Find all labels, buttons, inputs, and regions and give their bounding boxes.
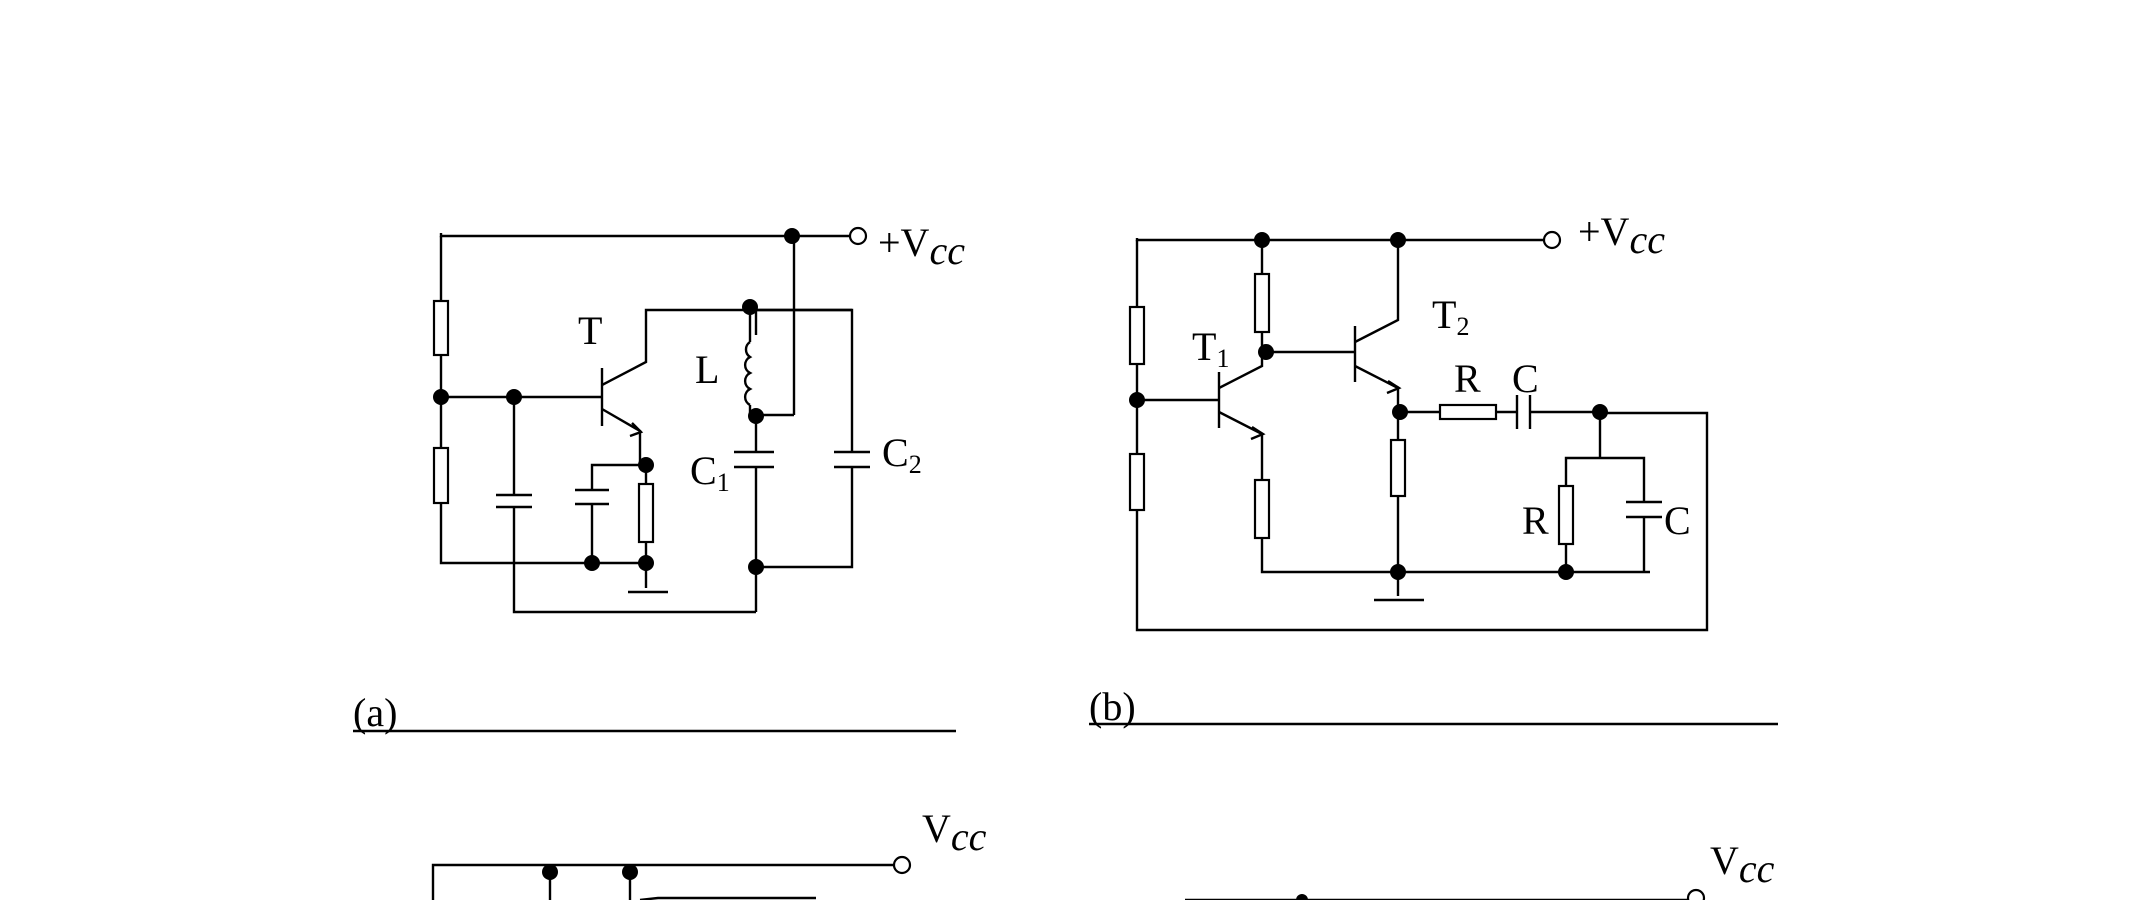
- circuit-a-cap-c2-wire: [756, 308, 854, 569]
- circuit-b: +Vcc T1 T2: [1089, 209, 1778, 729]
- circuit-b-t1-collector-wire: [1260, 240, 1355, 354]
- circuit-c-vcc-terminal: [892, 855, 912, 875]
- circuit-b-resistor-t1-collector: [1253, 272, 1271, 334]
- circuit-c-branch-wire: [639, 896, 816, 900]
- circuit-a-cap-emitter-plates: [575, 488, 609, 506]
- circuit-b-junctions: [1129, 232, 1608, 580]
- circuit-b-shunt-c-label: C: [1664, 498, 1691, 543]
- circuit-d-junction: [1296, 894, 1308, 900]
- circuit-c-junction-2: [622, 864, 638, 880]
- circuit-b-vcc-terminal: [1542, 230, 1562, 250]
- circuit-c: Vcc: [431, 806, 987, 900]
- circuit-a-junctions: [433, 228, 800, 575]
- circuit-b-shunt-wire: [1564, 412, 1646, 572]
- circuit-b-caption: (b): [1089, 684, 1136, 729]
- circuit-a-resistor-r2: [432, 446, 450, 505]
- circuit-a-cap-c1-label: C1: [690, 448, 730, 497]
- circuit-a-caption: (a): [353, 690, 397, 735]
- circuit-b-resistor-series: [1438, 403, 1498, 421]
- circuit-a-inductor-coil: [743, 341, 753, 407]
- circuit-a-cap-left-wire: [512, 397, 756, 614]
- circuit-a-cap-c1-plates: [734, 450, 774, 469]
- circuit-d-vcc-terminal: [1686, 888, 1706, 900]
- circuit-b-resistor-t2-emitter: [1389, 438, 1407, 498]
- circuit-a-transistor-t: [600, 308, 852, 465]
- circuit-d: Vcc: [1185, 838, 1775, 900]
- circuit-b-transistor-t2: [1353, 240, 1402, 412]
- circuit-a-cap-left-plates: [496, 493, 532, 509]
- circuit-a-vcc-label: +Vcc: [878, 220, 965, 273]
- circuit-c-vcc-label: Vcc: [922, 806, 987, 859]
- circuit-a-resistor-emitter: [637, 482, 655, 544]
- circuit-a-cap-c2-plates: [834, 450, 870, 469]
- circuit-b-resistor-t1-emitter: [1253, 478, 1271, 540]
- circuit-b-transistor-t1: [1217, 352, 1266, 480]
- circuit-b-series-r-label: R: [1454, 356, 1481, 401]
- circuit-b-resistor-r2: [1128, 452, 1146, 512]
- circuit-b-t2-label: T2: [1432, 292, 1469, 341]
- circuit-d-vcc-label: Vcc: [1710, 838, 1775, 891]
- circuit-b-cap-shunt-plates: [1626, 500, 1662, 519]
- circuit-b-t1-label: T1: [1192, 324, 1229, 373]
- circuit-b-t1-emitter-wire: [1260, 538, 1650, 574]
- circuit-a-resistor-r1: [432, 299, 450, 357]
- circuit-b-left-wire: [1135, 240, 1709, 632]
- circuit-b-top-rail: [1135, 238, 1544, 242]
- circuit-c-junction-1: [542, 864, 558, 880]
- circuit-b-vcc-label: +Vcc: [1578, 209, 1665, 262]
- circuit-b-cap-series-plates: [1515, 395, 1532, 429]
- circuit-b-series-c-label: C: [1512, 356, 1539, 401]
- circuit-a-cap-c2-label: C2: [882, 430, 922, 479]
- circuit-b-shunt-r-label: R: [1522, 498, 1549, 543]
- circuit-a: +Vcc T L C1 C2: [353, 220, 965, 735]
- circuit-a-transistor-label: T: [578, 308, 602, 353]
- circuit-a-tank-wire: [748, 236, 796, 612]
- circuit-c-drop-wires: [548, 872, 632, 900]
- circuit-b-resistor-r1: [1128, 305, 1146, 366]
- circuit-c-top-rail: [431, 863, 893, 900]
- circuit-a-left-wire: [439, 236, 644, 565]
- circuit-b-resistor-shunt: [1557, 484, 1575, 546]
- circuit-a-emitter-wire: [590, 463, 648, 588]
- circuit-a-inductor-label: L: [695, 347, 719, 392]
- circuit-a-vcc-terminal: [848, 226, 868, 246]
